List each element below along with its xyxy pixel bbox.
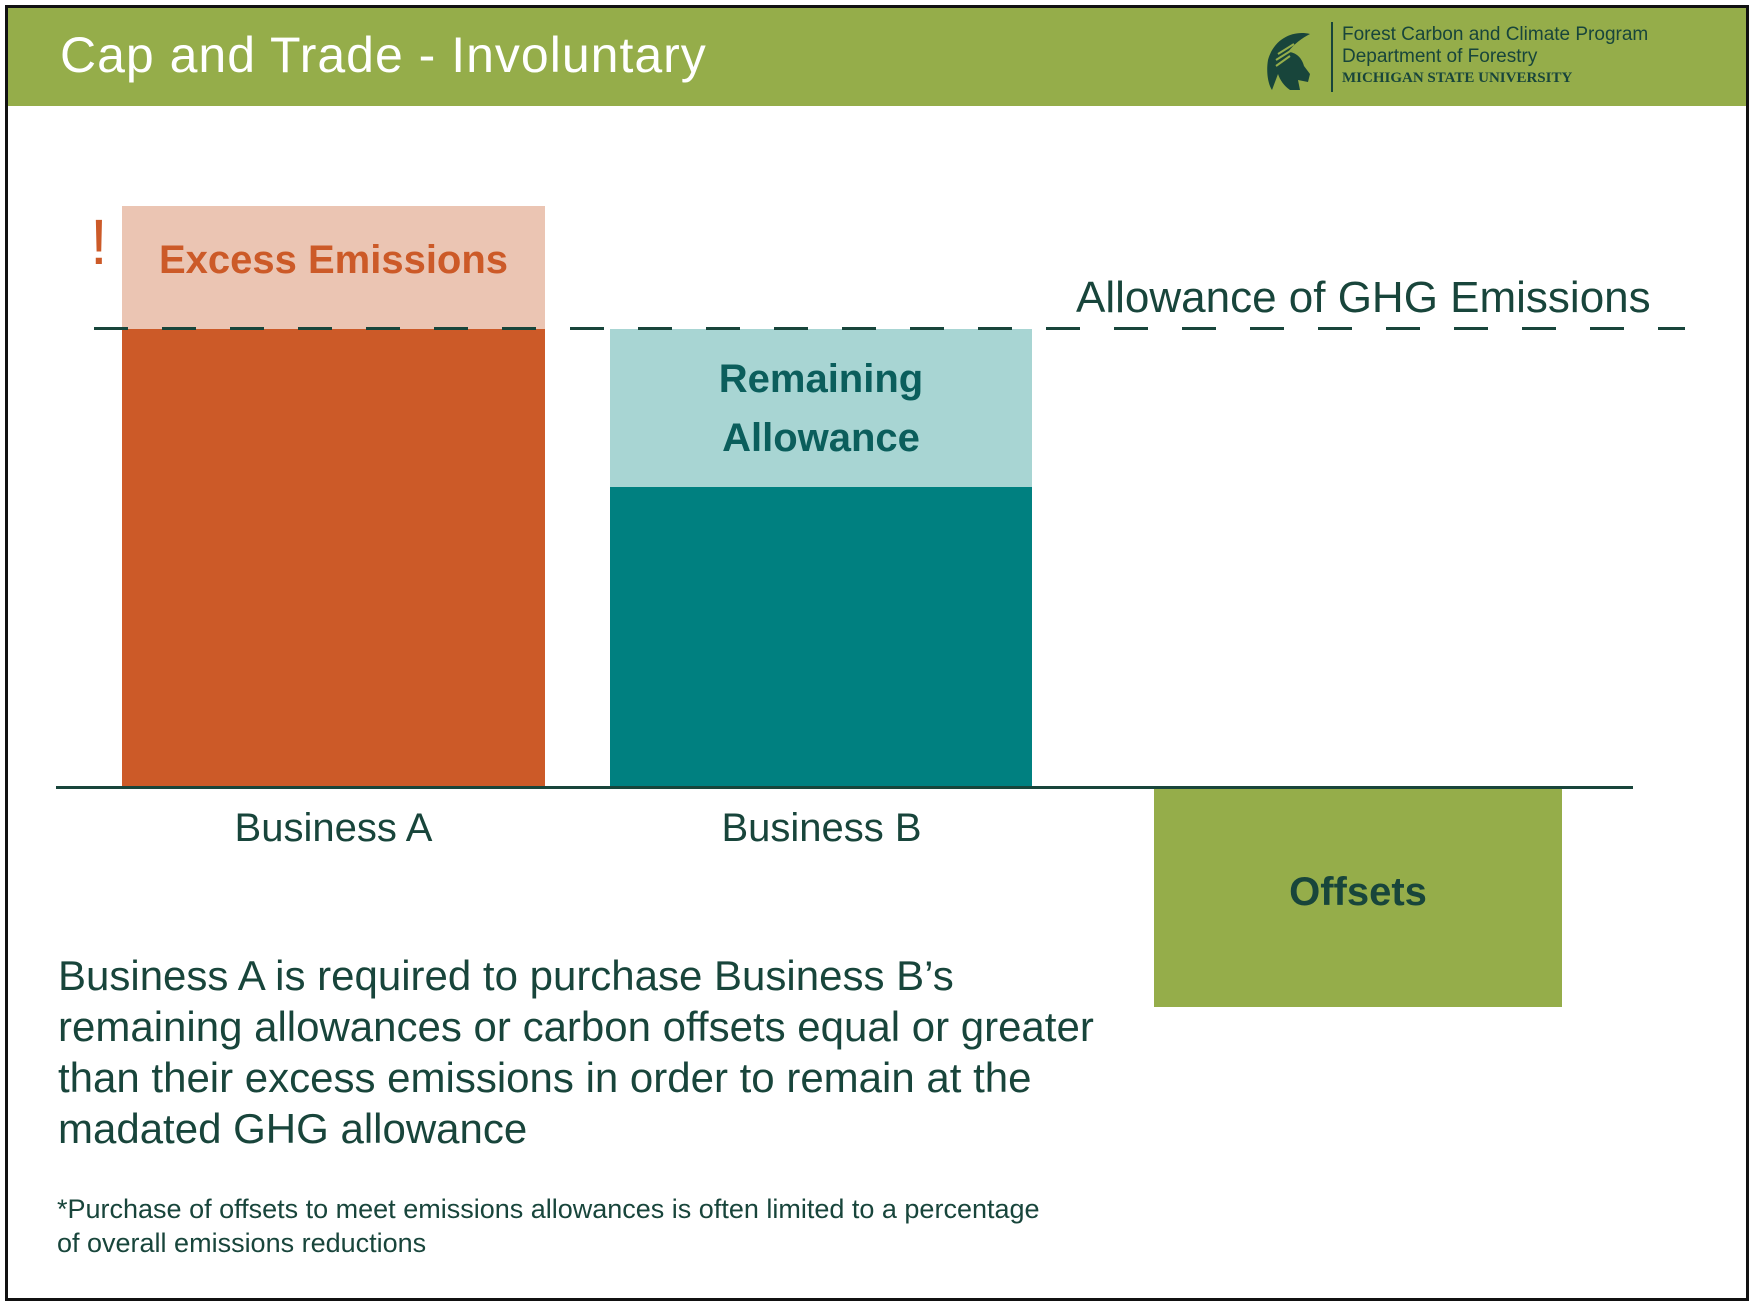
remaining-label-line2: Allowance [722, 416, 920, 460]
business-a-label: Business A [234, 806, 433, 850]
offsets-label: Offsets [1289, 870, 1427, 914]
business-b-bar [610, 487, 1032, 787]
warning-mark: ! [90, 206, 108, 278]
page-title: Cap and Trade - Involuntary [60, 27, 707, 83]
offsets-block [1154, 789, 1562, 1007]
excess-emissions-block [122, 206, 545, 329]
logo-divider [1331, 22, 1333, 92]
remaining-label-line1: Remaining [718, 357, 924, 401]
allowance-dashed-line [94, 327, 1685, 330]
slide-frame [5, 5, 1749, 1301]
footnote: *Purchase of offsets to meet emissions a… [57, 1194, 1040, 1258]
spartan-helmet-icon [1267, 33, 1310, 90]
remaining-allowance-block [610, 329, 1032, 487]
program-name: Forest Carbon and Climate Program [1342, 24, 1649, 45]
university-name: MICHIGAN STATE UNIVERSITY [1342, 70, 1573, 86]
business-a-bar [122, 329, 545, 787]
remaining-allowance-label: Remaining Allowance [610, 350, 1032, 468]
allowance-label: Allowance of GHG Emissions [1076, 273, 1651, 322]
business-b-label: Business B [721, 806, 922, 850]
baseline [56, 786, 1633, 789]
explanation-paragraph: Business A is required to purchase Busin… [58, 952, 1094, 1152]
header-bar: Cap and Trade - Involuntary Forest Carbo… [8, 8, 1746, 106]
department-name: Department of Forestry [1342, 46, 1538, 67]
excess-emissions-label: Excess Emissions [158, 238, 509, 282]
